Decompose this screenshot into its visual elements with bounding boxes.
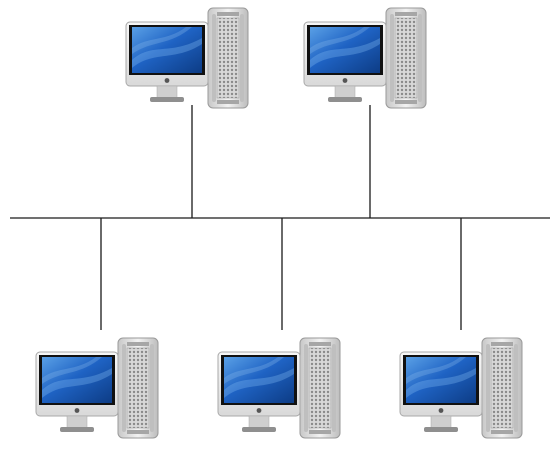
desktop-computer-icon [125, 7, 249, 109]
desktop-computer-icon [217, 337, 341, 439]
desktop-computer-icon [35, 337, 159, 439]
network-cables [10, 105, 550, 330]
desktop-computer-icon [303, 7, 427, 109]
desktop-computer-icon [399, 337, 523, 439]
